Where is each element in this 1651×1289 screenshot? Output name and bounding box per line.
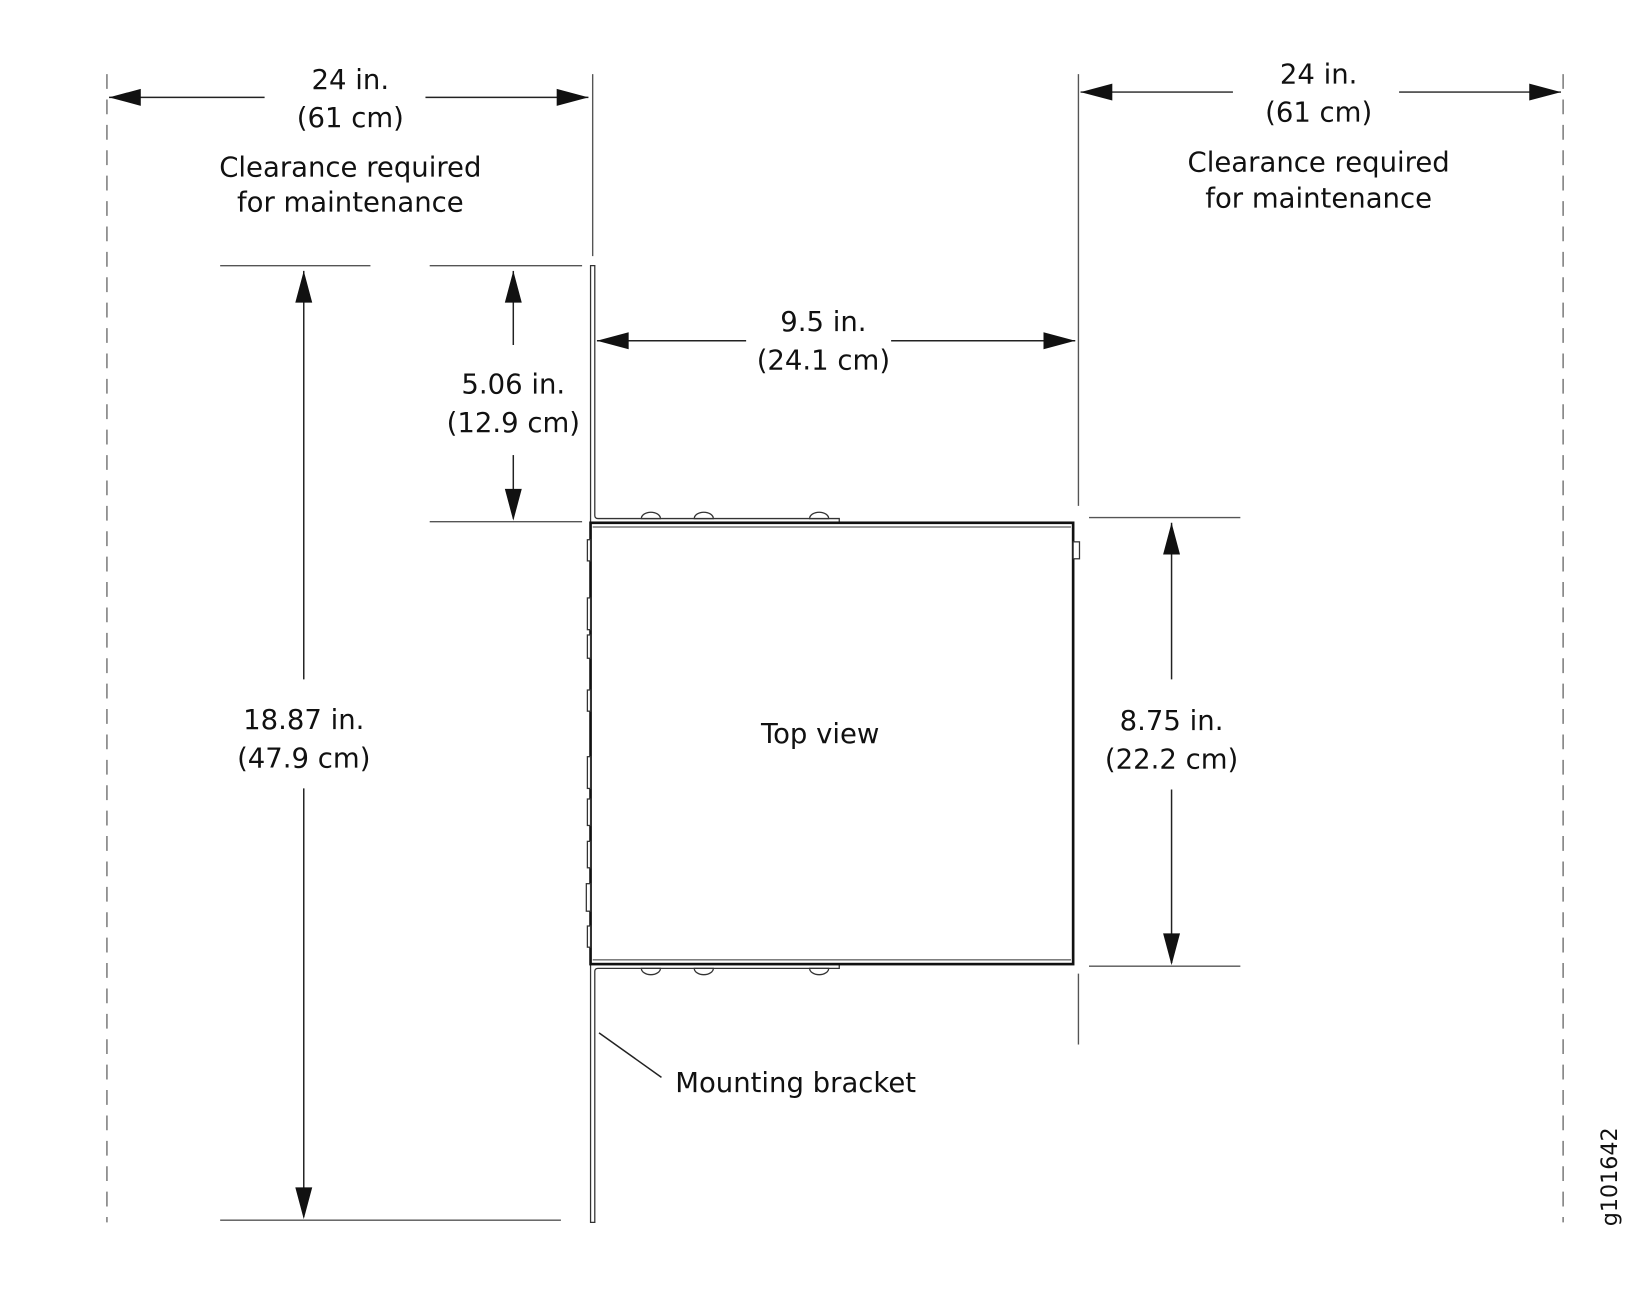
offset-cm: (12.9 cm): [447, 407, 580, 439]
depth-cm: (22.2 cm): [1105, 743, 1238, 775]
width-dimension: 9.5 in. (24.1 cm): [596, 306, 1076, 376]
depth-dimension: 8.75 in. (22.2 cm): [1105, 522, 1238, 966]
bracket-height-inches: 18.87 in.: [243, 704, 364, 736]
width-inches: 9.5 in.: [780, 306, 866, 338]
bracket-height-dimension: 18.87 in. (47.9 cm): [237, 270, 370, 1220]
left-clearance-cm: (61 cm): [297, 102, 404, 134]
bracket-height-cm: (47.9 cm): [237, 742, 370, 774]
right-clearance-cm: (61 cm): [1265, 97, 1372, 129]
right-clearance-label-1: Clearance required: [1188, 146, 1450, 178]
right-clearance-label-2: for maintenance: [1205, 182, 1432, 214]
figure-id: g101642: [1597, 1127, 1623, 1226]
offset-dimension: 5.06 in. (12.9 cm): [447, 270, 580, 521]
left-clearance-label-1: Clearance required: [219, 152, 481, 184]
offset-inches: 5.06 in.: [461, 369, 565, 401]
device-label: Top view: [760, 718, 879, 750]
right-clearance-dimension: 24 in. (61 cm) Clearance required for ma…: [1080, 59, 1562, 214]
device-top-view: Top view: [585, 521, 1081, 966]
right-clearance-inches: 24 in.: [1280, 59, 1358, 91]
width-cm: (24.1 cm): [757, 344, 890, 376]
left-clearance-inches: 24 in.: [312, 64, 390, 96]
left-clearance-dimension: 24 in. (61 cm) Clearance required for ma…: [109, 64, 589, 219]
side-tabs: [585, 539, 592, 948]
depth-inches: 8.75 in.: [1120, 705, 1224, 737]
bracket-label: Mounting bracket: [675, 1067, 916, 1099]
screw-icons: [640, 511, 830, 976]
mounting-bracket: [589, 264, 840, 1223]
bracket-leader-line: [598, 1032, 662, 1078]
left-clearance-label-2: for maintenance: [237, 187, 464, 219]
